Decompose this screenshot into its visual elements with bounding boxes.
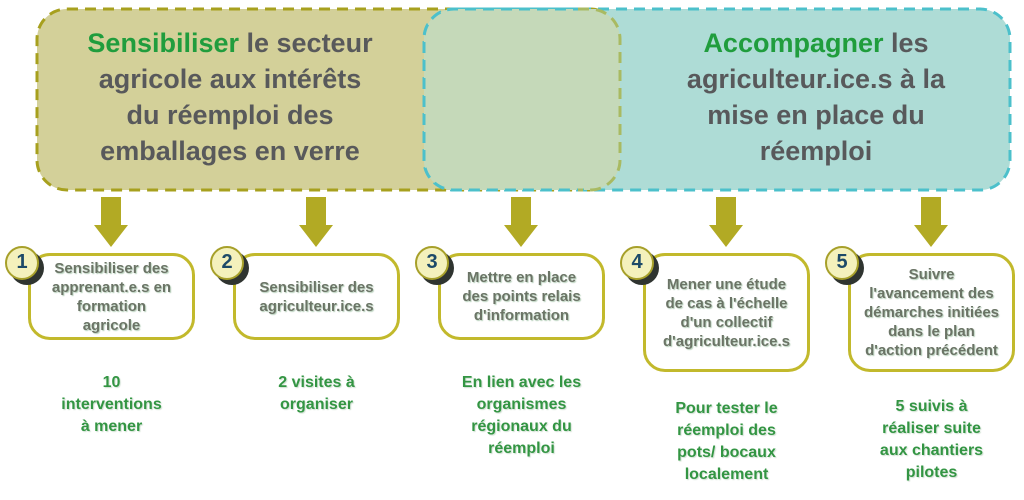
step-note-5: 5 suivis à réaliser suite aux chantiers …: [879, 398, 984, 481]
goal-title-line1: Accompagner les: [636, 25, 996, 61]
step-number-badge-5: 5: [825, 246, 859, 280]
down-arrow-icon-4: [709, 197, 743, 247]
overlap-box: [424, 9, 620, 190]
overlap-box-teal-border: [422, 7, 584, 192]
goal-title-rest: agricole aux intérêts du réemploi des em…: [98, 64, 362, 166]
step-box-5: Suivre l'avancement des démarches initié…: [848, 253, 1015, 372]
step-label-5: Suivre l'avancement des démarches initié…: [863, 266, 1000, 359]
down-arrow-icon-1: [94, 197, 128, 247]
step-number-badge-4: 4: [620, 246, 654, 280]
step-label-1: Sensibiliser des apprenant.e.s en format…: [51, 259, 172, 334]
step-label-3: Mettre en place des points relais d'info…: [462, 269, 581, 324]
down-arrow-icon-5: [914, 197, 948, 247]
goal-title-accompagner: Accompagner les agriculteur.ice.s à la m…: [636, 25, 996, 169]
goal-line1-rest: le secteur: [239, 28, 373, 58]
step-box-1: Sensibiliser des apprenant.e.s en format…: [28, 253, 195, 340]
goal-title-sensibiliser: Sensibiliser le secteur agricole aux int…: [50, 25, 410, 169]
down-arrow-icon-3: [504, 197, 538, 247]
step-note-3: En lien avec les organismes régionaux du…: [461, 374, 582, 457]
step-note-4: Pour tester le réemploi des pots/ bocaux…: [675, 400, 778, 483]
overlap-box-olive-border: [578, 7, 622, 192]
step-box-4: Mener une étude de cas à l'échelle d'un …: [643, 253, 810, 372]
down-arrow-icon-2: [299, 197, 333, 247]
step-number-badge-1: 1: [5, 246, 39, 280]
step-note-2: 2 visites à organiser: [278, 374, 355, 413]
step-label-2: Sensibiliser des agriculteur.ice.s: [259, 278, 374, 315]
goal-keyword-accompagner: Accompagner: [703, 28, 884, 58]
step-label-4: Mener une étude de cas à l'échelle d'un …: [663, 275, 790, 350]
goal-keyword-sensibiliser: Sensibiliser: [87, 28, 239, 58]
step-number-badge-3: 3: [415, 246, 449, 280]
goal-title-line1: Sensibiliser le secteur: [50, 25, 410, 61]
step-number-badge-2: 2: [210, 246, 244, 280]
header-diagram: [35, 7, 1012, 247]
step-box-2: Sensibiliser des agriculteur.ice.s: [233, 253, 400, 340]
step-note-1: 10 interventions à mener: [61, 374, 162, 435]
step-box-3: Mettre en place des points relais d'info…: [438, 253, 605, 340]
goal-title-rest: agriculteur.ice.s à la mise en place du …: [686, 64, 946, 166]
goal-line1-rest: les: [883, 28, 929, 58]
